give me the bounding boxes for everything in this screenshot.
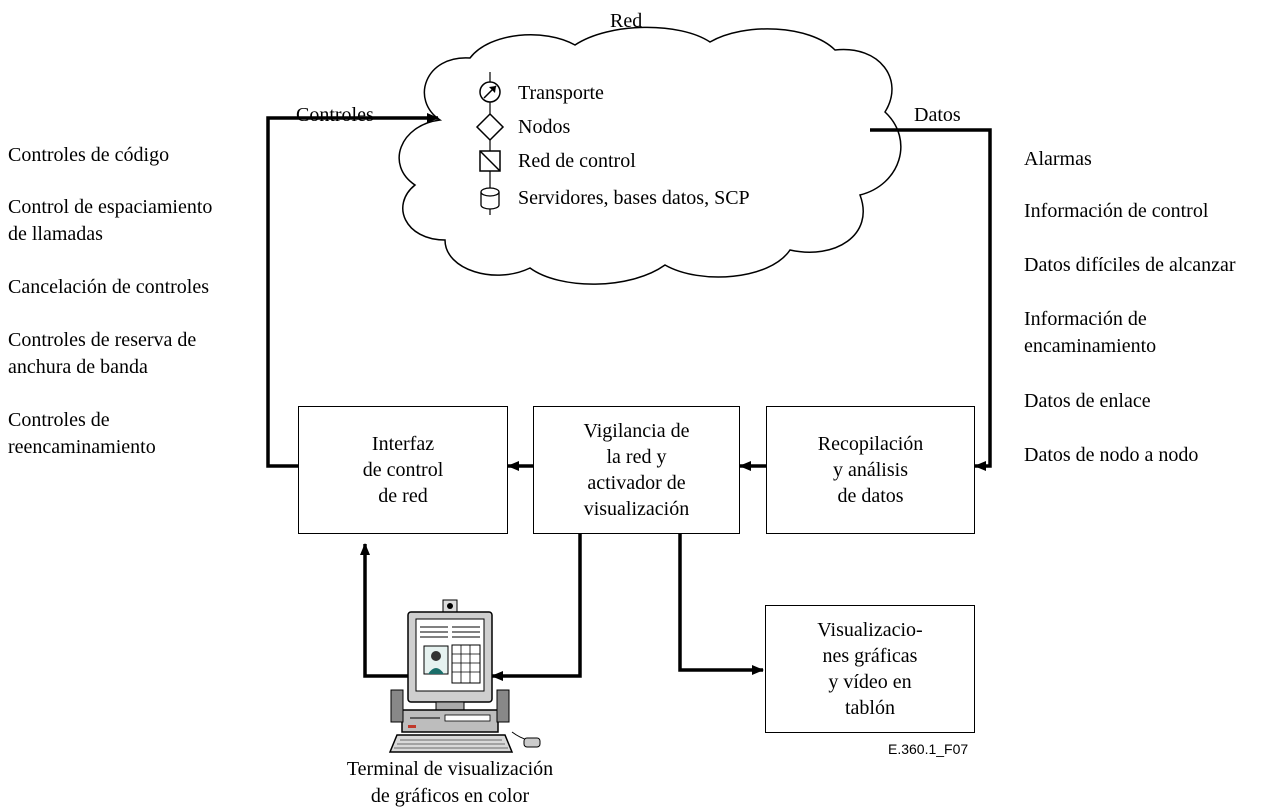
box-line: y análisis bbox=[833, 459, 908, 481]
controls-list-line: Controles de bbox=[8, 409, 110, 431]
data-list-line: Datos de enlace bbox=[1024, 390, 1151, 412]
data-list-line: Datos de nodo a nodo bbox=[1024, 444, 1199, 466]
controls-arrow bbox=[266, 113, 439, 468]
database-icon bbox=[480, 187, 500, 210]
box-line: Visualizacio- bbox=[817, 619, 923, 641]
data-list-item: Alarmas bbox=[1024, 146, 1092, 173]
controls-list-item: Controles de reencaminamiento bbox=[8, 407, 156, 461]
data-list-item: Datos difíciles de alcanzar bbox=[1024, 252, 1236, 279]
box-line: de datos bbox=[837, 485, 904, 507]
controls-list-line: Controles de reserva de bbox=[8, 329, 197, 351]
controls-list-item: Controles de código bbox=[8, 142, 169, 169]
controls-list-item: Control de espaciamiento de llamadas bbox=[8, 194, 212, 248]
box-line: y vídeo en bbox=[828, 671, 912, 693]
control-interface-box: Interfaz de control de red bbox=[298, 406, 508, 534]
controls-list-line: Control de espaciamiento bbox=[8, 196, 213, 218]
controls-list-item: Cancelación de controles bbox=[8, 274, 209, 301]
data-flow-label: Datos bbox=[914, 104, 961, 126]
terminal-to-interface-arrow bbox=[360, 543, 412, 678]
legend-servers-label: Servidores, bases datos, SCP bbox=[518, 187, 750, 209]
terminal-label: Terminal de visualización de gráficos en… bbox=[305, 756, 595, 810]
data-list-line: Información de bbox=[1024, 308, 1147, 330]
network-cloud bbox=[398, 26, 902, 285]
controls-list-line: reencaminamiento bbox=[8, 436, 156, 458]
box-line: de control bbox=[362, 459, 444, 481]
data-list-line: Información de control bbox=[1024, 200, 1209, 222]
data-list-item: Datos de nodo a nodo bbox=[1024, 442, 1198, 469]
data-list-item: Datos de enlace bbox=[1024, 388, 1151, 415]
data-list-line: Alarmas bbox=[1024, 148, 1092, 170]
node-icon bbox=[475, 112, 505, 142]
box-line: tablón bbox=[844, 697, 895, 719]
computer-terminal-icon bbox=[388, 599, 541, 753]
network-monitoring-box: Vigilancia de la red y activador de visu… bbox=[533, 406, 740, 534]
data-list-line: Datos difíciles de alcanzar bbox=[1024, 254, 1236, 276]
data-collection-box: Recopilación y análisis de datos bbox=[766, 406, 975, 534]
box-line: visualización bbox=[583, 498, 690, 520]
controls-list-line: Controles de código bbox=[8, 144, 170, 166]
figure-id: E.360.1_F07 bbox=[888, 741, 969, 757]
wallboard-display-box: Visualizacio- nes gráficas y vídeo en ta… bbox=[765, 605, 975, 733]
data-list-line: encaminamiento bbox=[1024, 335, 1157, 357]
box-line: activador de bbox=[587, 472, 686, 494]
box-line: de red bbox=[378, 485, 428, 507]
legend-transport-label: Transporte bbox=[518, 82, 604, 104]
legend-nodes-label: Nodos bbox=[518, 116, 571, 138]
box-line: la red y bbox=[606, 446, 667, 468]
data-arrow bbox=[870, 128, 992, 471]
monitoring-to-terminal-arrow bbox=[491, 533, 582, 681]
control-network-icon bbox=[479, 150, 501, 172]
controls-flow-label: Controles bbox=[296, 104, 374, 126]
legend-control-network-label: Red de control bbox=[518, 150, 636, 172]
monitoring-to-wallboard-arrow bbox=[678, 533, 764, 675]
controls-list-line: de llamadas bbox=[8, 223, 103, 245]
box-line: nes gráficas bbox=[822, 645, 918, 667]
box-line: Interfaz bbox=[371, 433, 435, 455]
controls-list-line: anchura de banda bbox=[8, 356, 148, 378]
network-title: Red bbox=[610, 10, 643, 32]
data-list-item: Información de control bbox=[1024, 198, 1208, 225]
controls-list-line: Cancelación de controles bbox=[8, 276, 210, 298]
terminal-label-line: Terminal de visualización bbox=[346, 758, 554, 780]
box-line: Vigilancia de bbox=[583, 420, 690, 442]
transport-icon bbox=[479, 81, 501, 103]
controls-list-item: Controles de reserva de anchura de banda bbox=[8, 327, 196, 381]
terminal-label-line: de gráficos en color bbox=[370, 785, 530, 807]
data-list-item: Información de encaminamiento bbox=[1024, 306, 1156, 360]
box-line: Recopilación bbox=[817, 433, 924, 455]
